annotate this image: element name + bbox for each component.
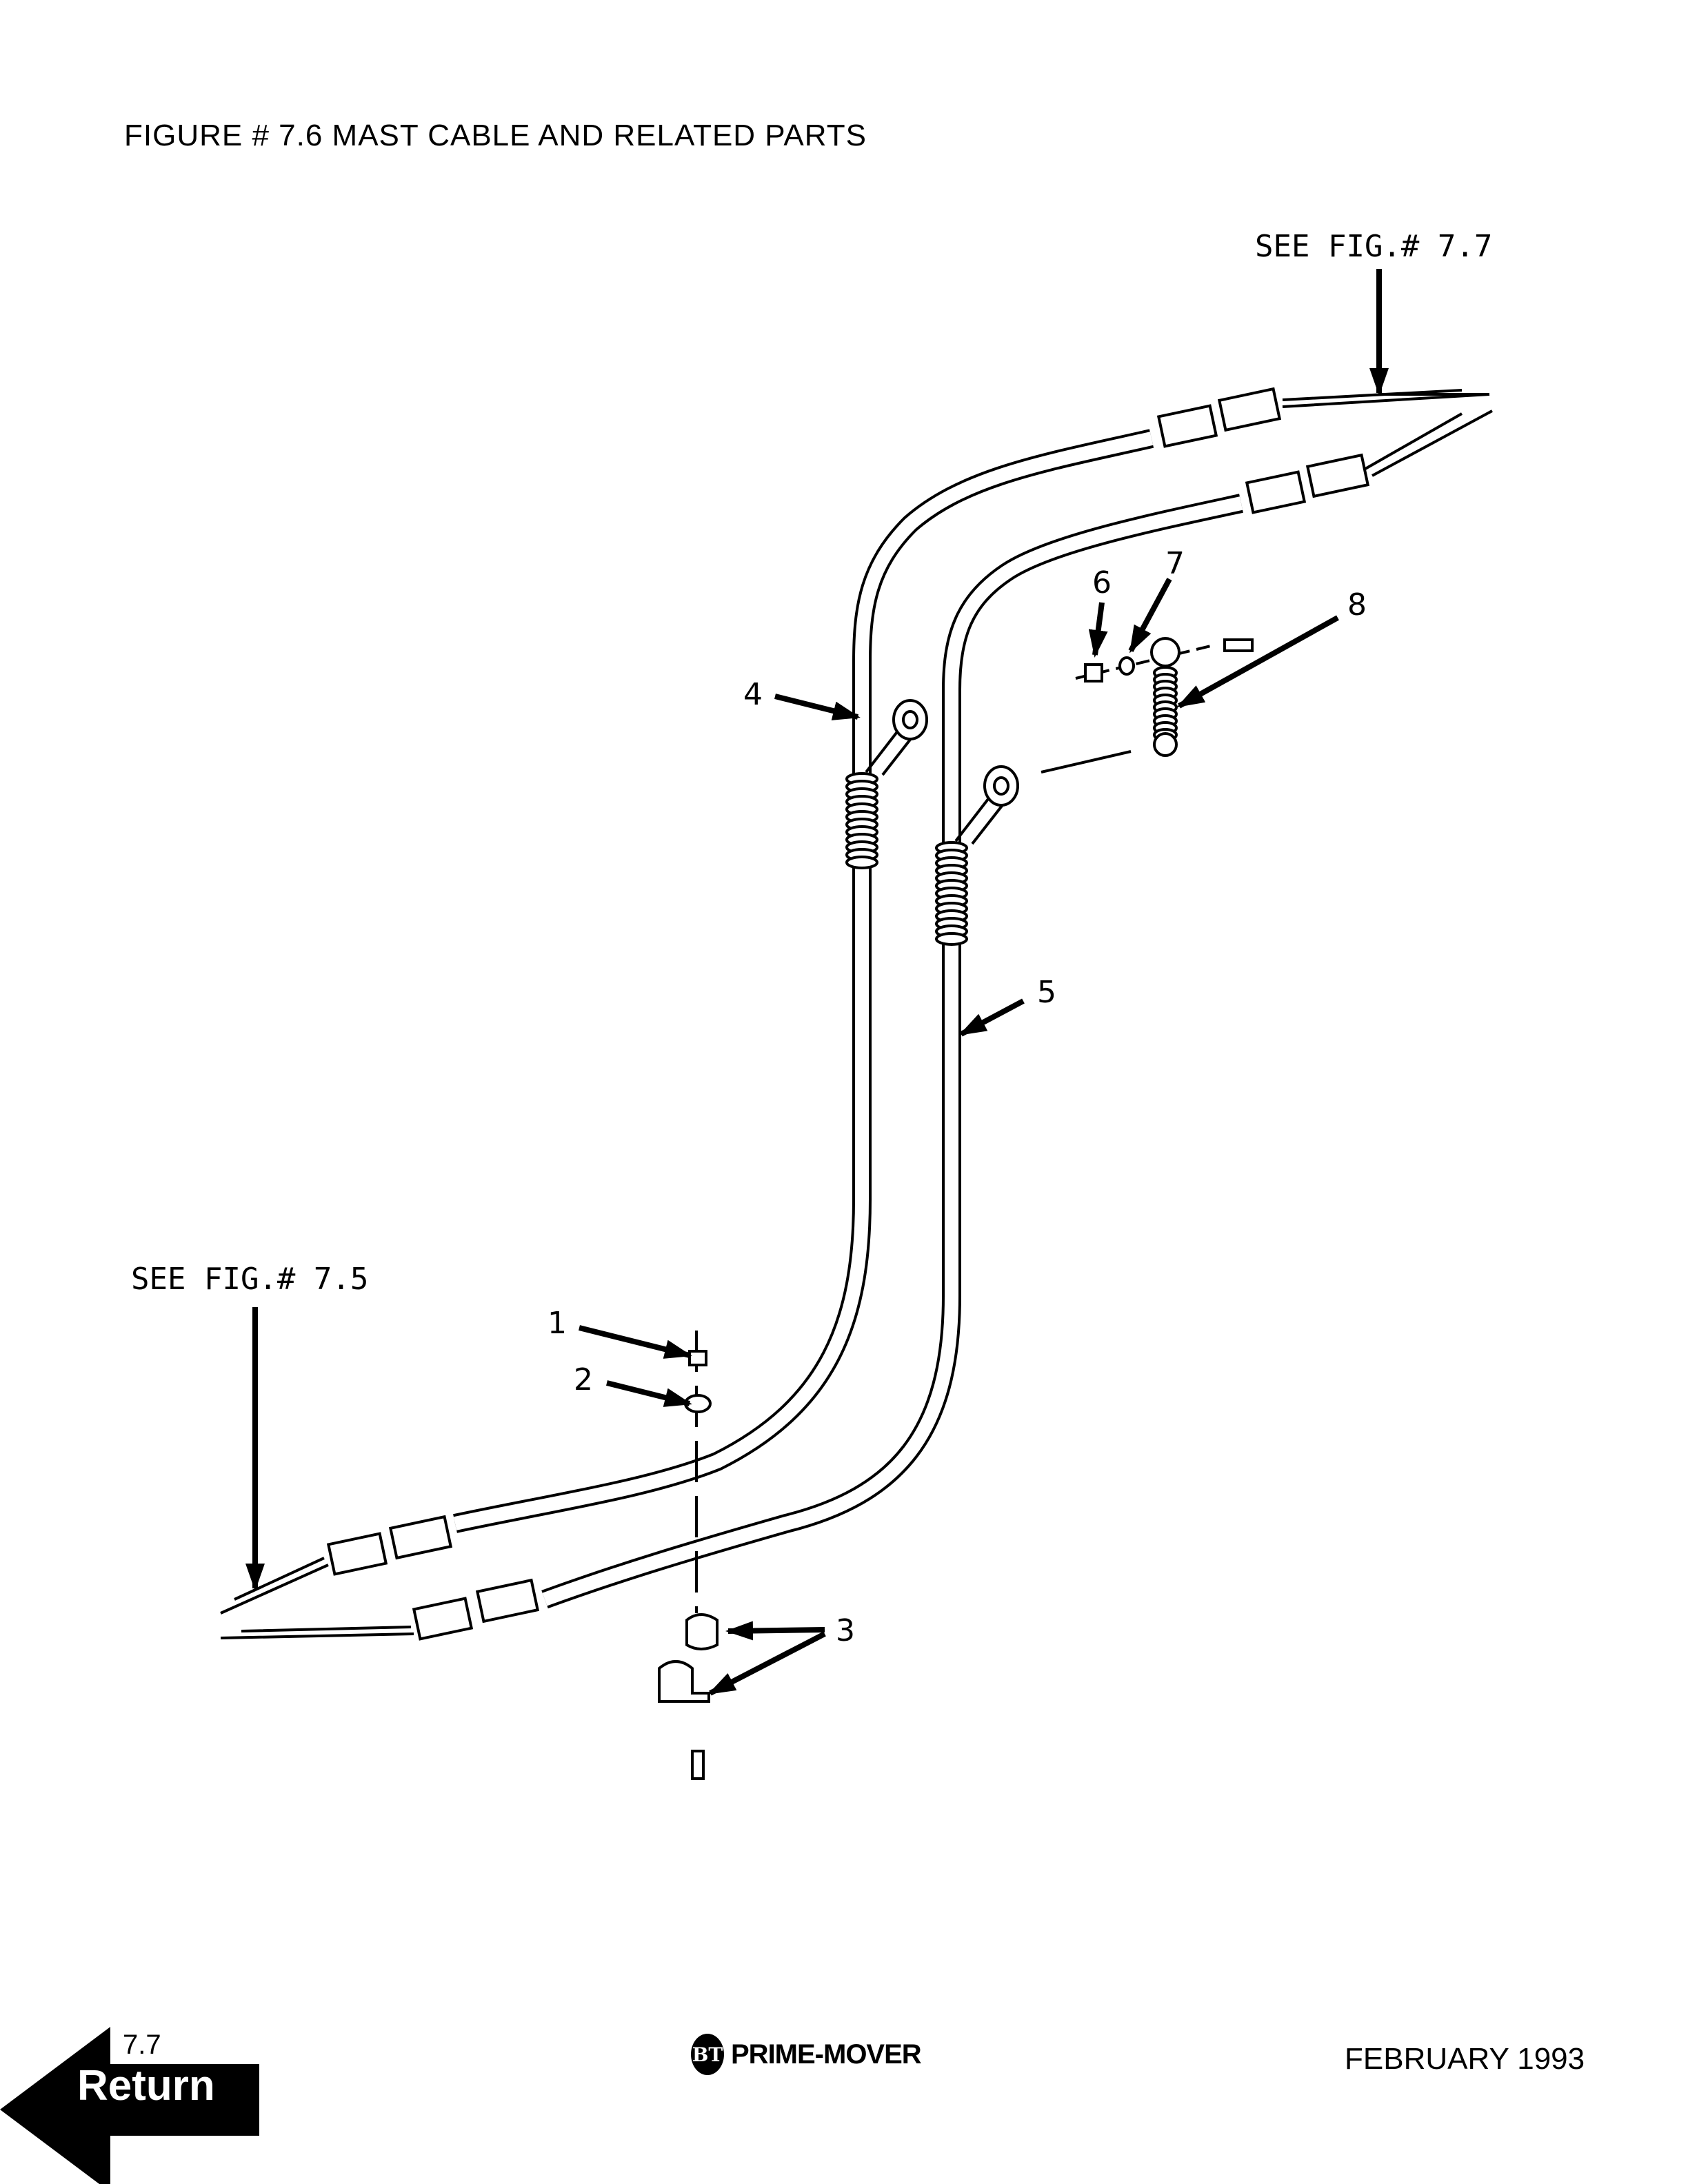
footer-date: FEBRUARY 1993 (1345, 2042, 1585, 2076)
bt-logo-icon: BT (691, 2034, 724, 2075)
page-number: 7.7 (123, 2030, 161, 2060)
cable-loop-4 (865, 699, 928, 776)
callout-2: 2 (574, 1362, 593, 1397)
callout-3: 3 (836, 1613, 855, 1648)
top-connectors (1156, 387, 1493, 514)
callout-1: 1 (547, 1306, 567, 1341)
spring-coil (845, 856, 878, 869)
callout-8: 8 (1347, 587, 1367, 623)
brand-logo: BT PRIME-MOVER (691, 2034, 922, 2075)
cable-loop-5 (954, 765, 1019, 845)
left-arrow-icon (0, 2027, 259, 2184)
figure-title: FIGURE # 7.6 MAST CABLE AND RELATED PART… (124, 119, 867, 152)
bottom-connectors (220, 1515, 540, 1641)
brand-name: PRIME-MOVER (731, 2039, 922, 2070)
return-button[interactable]: 7.7 Return (0, 2027, 262, 2184)
callout-5: 5 (1037, 975, 1056, 1010)
see-fig-7-5-reference: SEE FIG.# 7.5 (131, 1262, 368, 1297)
return-label: Return (77, 2062, 215, 2110)
callout-arrows (245, 269, 1389, 1696)
callout-6: 6 (1092, 565, 1112, 600)
callout-7: 7 (1165, 546, 1185, 581)
cable-springs (845, 666, 1178, 946)
cable-5 (541, 494, 1243, 1609)
callout-4: 4 (743, 677, 763, 712)
cable-4 (453, 429, 1154, 1533)
spring-coil (935, 932, 968, 946)
see-fig-7-7-reference: SEE FIG.# 7.7 (1255, 229, 1492, 264)
